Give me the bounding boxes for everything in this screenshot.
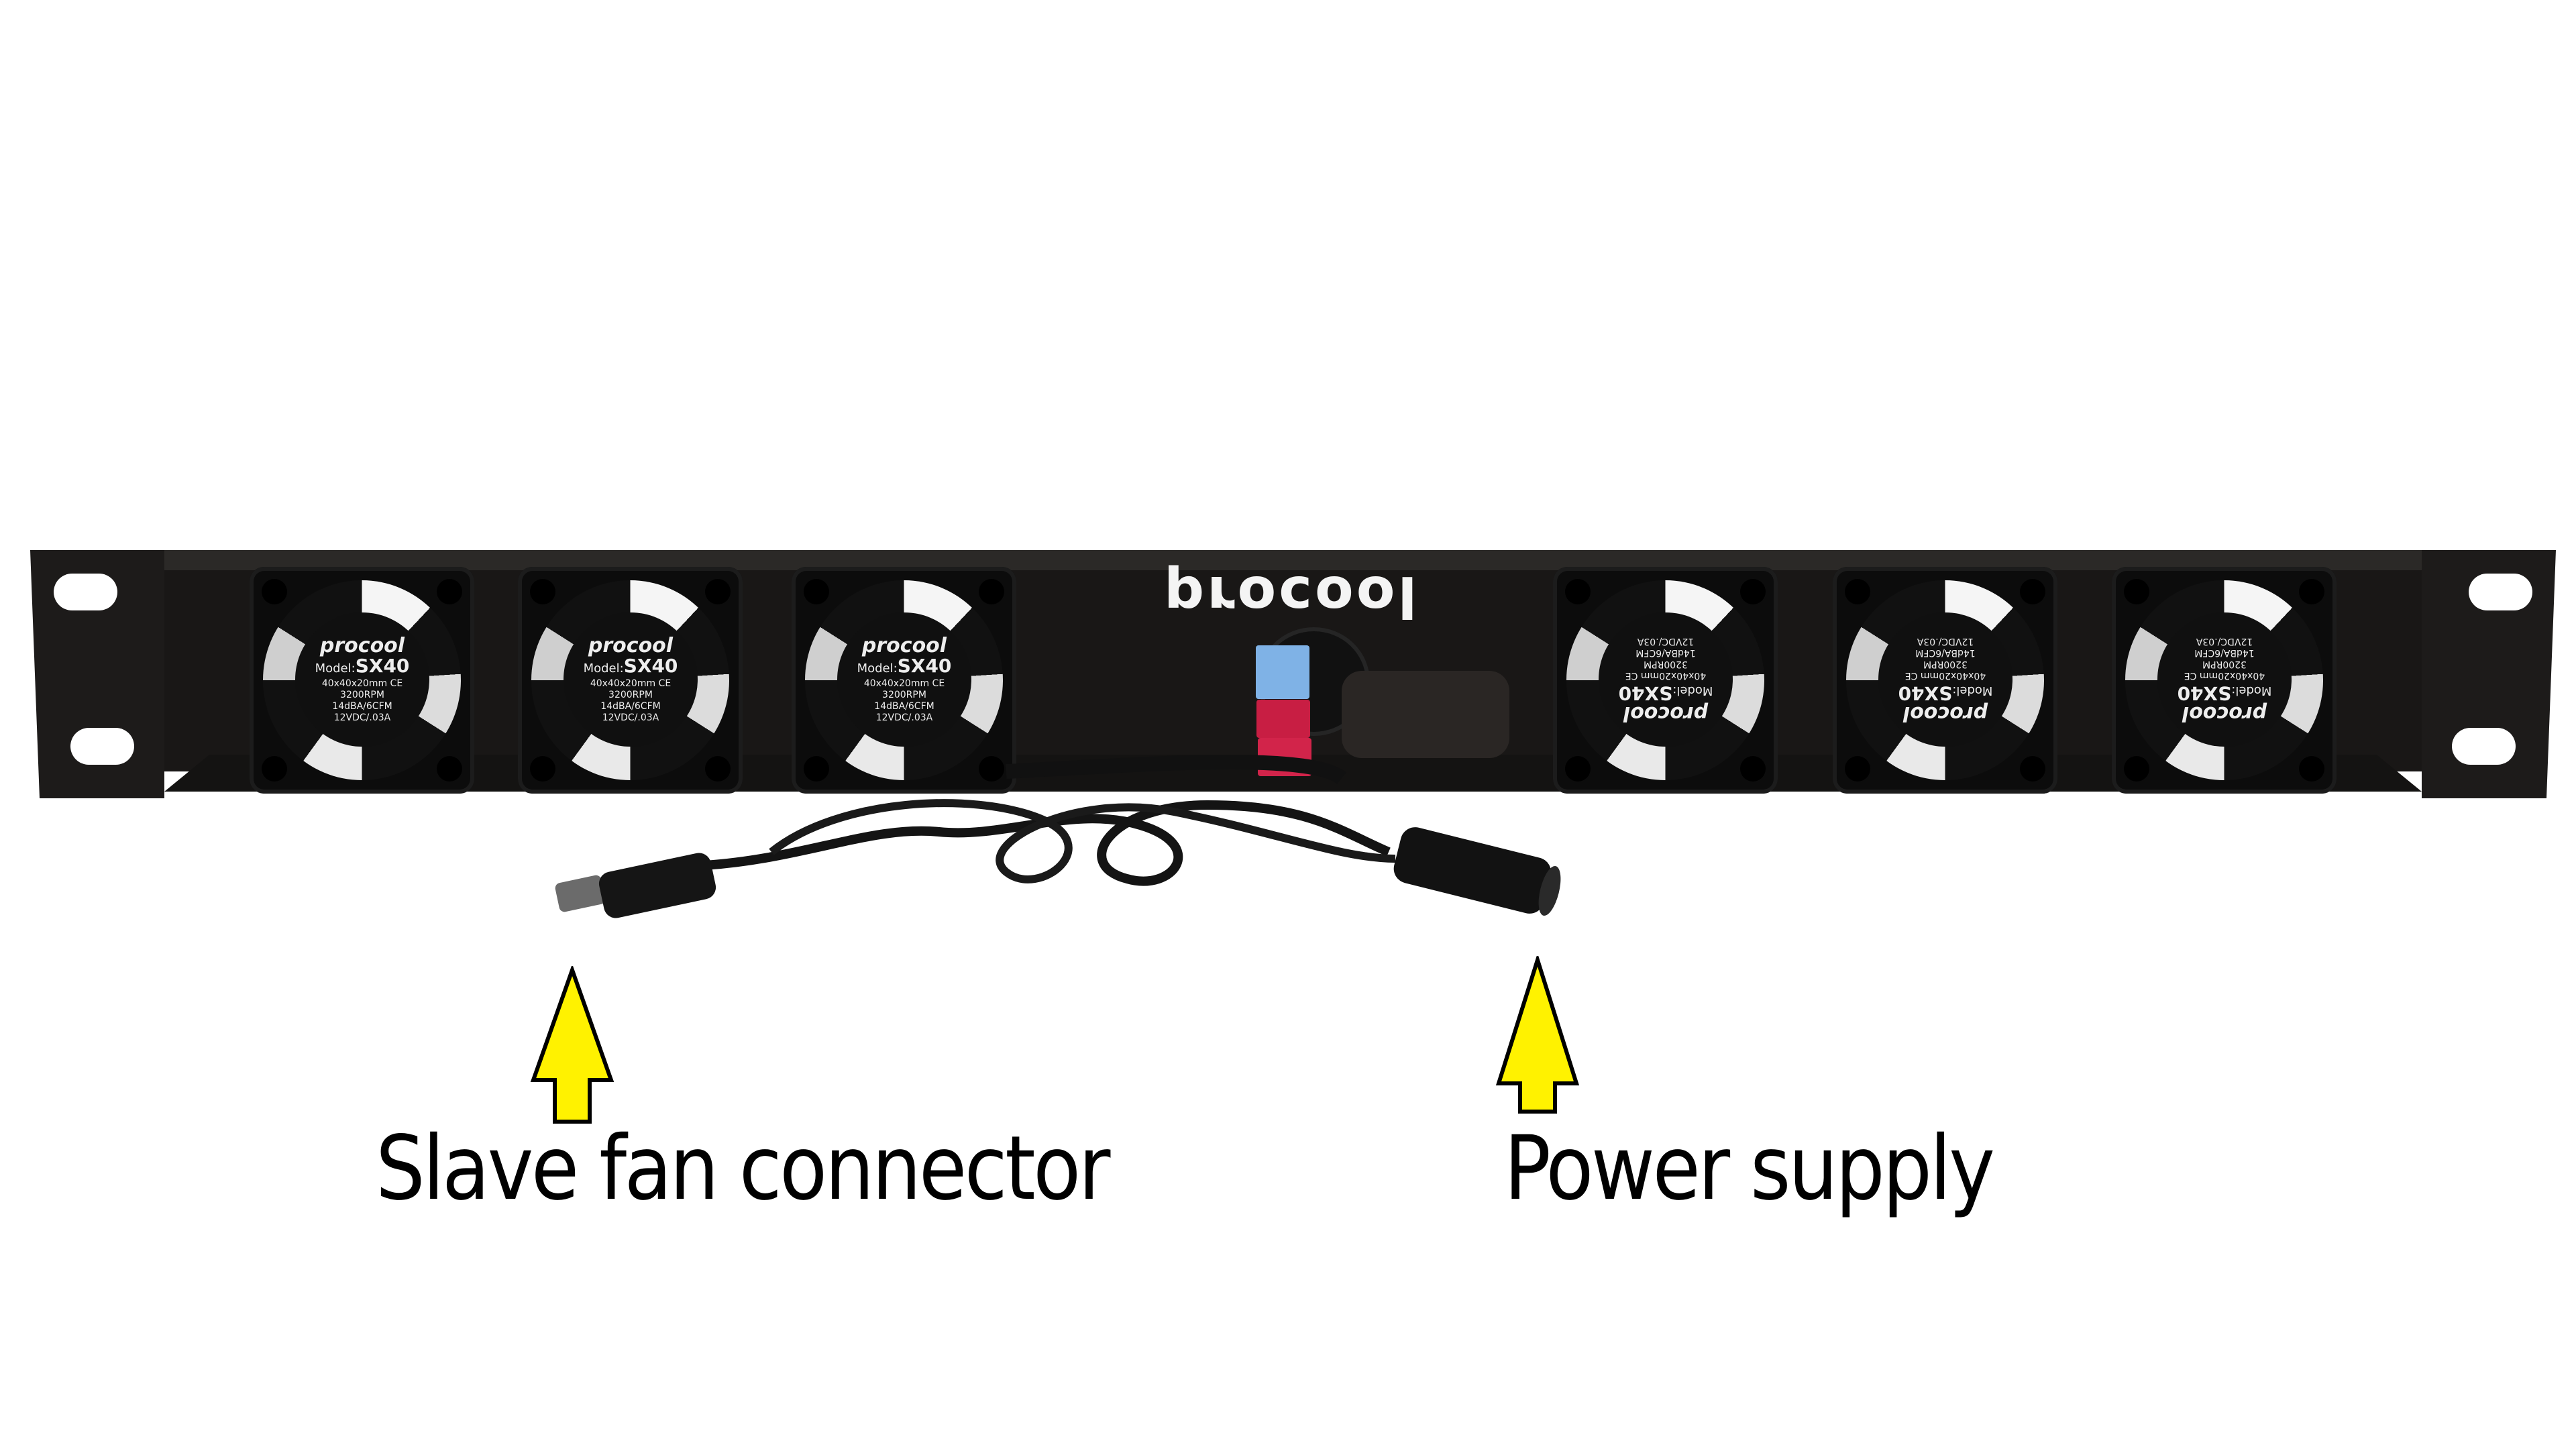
caption-slave-fan-connector: Slave fan connector <box>376 1117 1110 1220</box>
caption-power-supply: Power supply <box>1504 1117 1995 1220</box>
left-mounting-ear <box>30 550 164 798</box>
right-mounting-ear <box>2422 550 2556 798</box>
fan-label: procool Model:SX40 40x40x20mm CE 3200RPM… <box>295 612 429 747</box>
up-arrow-icon <box>530 966 614 1124</box>
mounting-slot <box>54 574 117 610</box>
slave-fan-connector-plug <box>555 853 716 918</box>
fan-4: procool Model:SX40 40x40x20mm CE 3200RPM… <box>1553 567 1778 794</box>
fan-label: procool Model:SX40 40x40x20mm CE 3200RPM… <box>837 612 971 747</box>
wire-harness <box>1342 671 1509 758</box>
power-supply-jack <box>1393 827 1561 916</box>
fan-2: procool Model:SX40 40x40x20mm CE 3200RPM… <box>518 567 743 794</box>
fan-1: procool Model:SX40 40x40x20mm CE 3200RPM… <box>250 567 474 794</box>
panel-top-bevel <box>124 550 2462 570</box>
fan-label: procool Model:SX40 40x40x20mm CE 3200RPM… <box>564 612 698 747</box>
fan-5: procool Model:SX40 40x40x20mm CE 3200RPM… <box>1833 567 2057 794</box>
mounting-slot <box>2452 728 2516 765</box>
mounting-slot <box>2469 574 2532 610</box>
red-crimp-connector <box>1256 700 1310 738</box>
up-arrow-icon <box>1495 956 1580 1114</box>
mounting-slot <box>70 728 134 765</box>
blue-crimp-connector <box>1256 645 1309 699</box>
fan-3: procool Model:SX40 40x40x20mm CE 3200RPM… <box>792 567 1016 794</box>
fan-6: procool Model:SX40 40x40x20mm CE 3200RPM… <box>2112 567 2337 794</box>
